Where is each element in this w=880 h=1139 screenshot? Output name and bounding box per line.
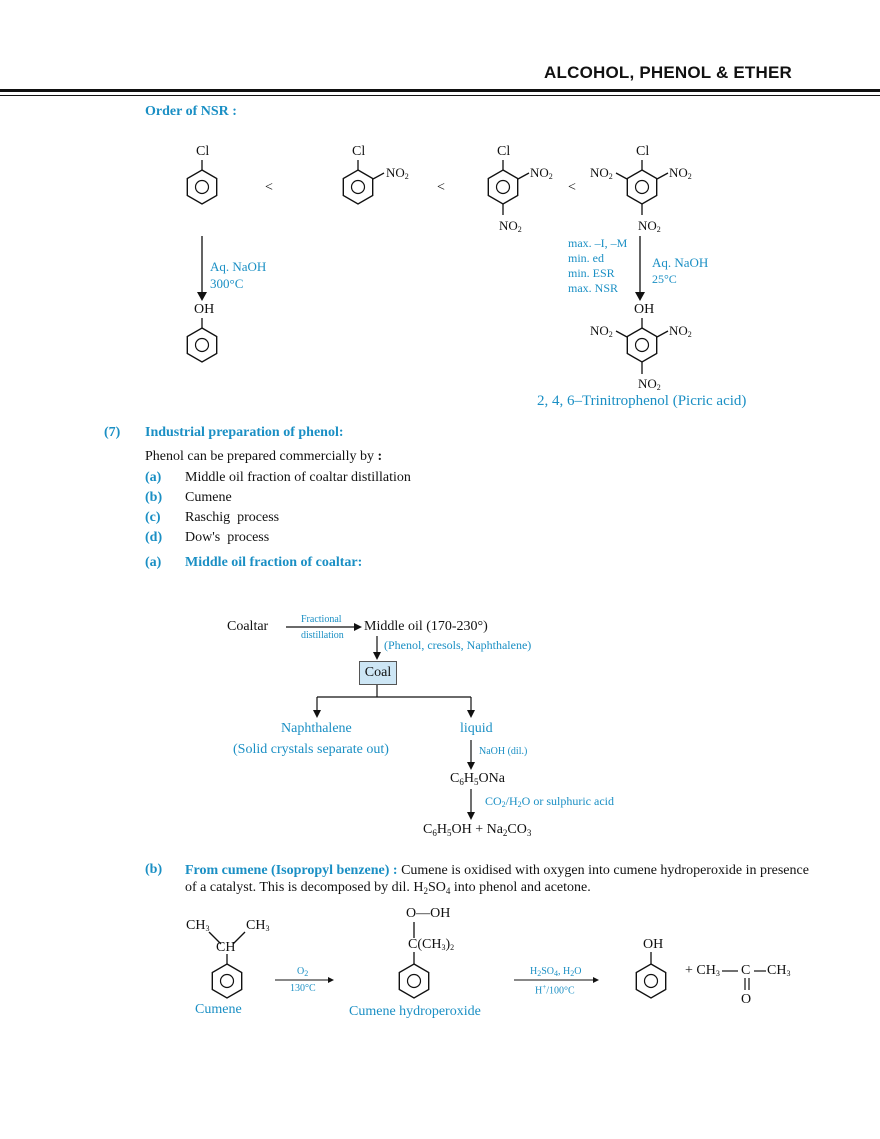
oh-label-right: OH — [634, 302, 655, 317]
subsection-a-title: Middle oil fraction of coaltar: — [185, 555, 363, 570]
cumene-ch3-left: CH3 — [186, 918, 210, 933]
no2-label-3a: NO2 — [530, 165, 553, 181]
section-number: (7) — [104, 425, 121, 440]
cl-label-4: Cl — [636, 144, 650, 159]
cumene-name: Cumene — [195, 1002, 242, 1017]
naphthalene-arrowhead — [313, 710, 321, 718]
hydroperoxide-name: Cumene hydroperoxide — [349, 1004, 481, 1019]
coaltar-arrow — [286, 623, 362, 631]
no2-label-3b: NO2 — [499, 218, 522, 234]
item-a-text: Middle oil fraction of coaltar distillat… — [185, 470, 411, 485]
coal-box: Coal — [359, 661, 397, 685]
cumene-ch: CH — [216, 940, 236, 955]
less-than-2: < — [437, 180, 445, 195]
right-reagent: Aq. NaOH 25°C — [652, 255, 709, 286]
sodium-phenoxide-label: C6H5ONa — [450, 771, 505, 787]
arrow-acid — [514, 977, 599, 983]
o2-label: O2 — [297, 966, 309, 978]
item-d-text: Dow's process — [185, 530, 270, 545]
final-products-label: C6H5OH + Na2CO3 — [423, 822, 532, 838]
phenol-structure — [186, 318, 218, 363]
reaction-arrow-left — [197, 236, 207, 301]
picric-no2-b: NO2 — [669, 323, 692, 339]
no2-label-4c: NO2 — [638, 218, 661, 234]
middle-oil-components: (Phenol, cresols, Naphthalene) — [384, 638, 532, 652]
cumene-ch3-right: CH3 — [246, 918, 270, 933]
naoh-label: NaOH (dil.) — [479, 746, 528, 757]
effects-list: max. –I, –M min. ed min. ESR max. NSR — [568, 236, 628, 295]
phenol-product-structure — [635, 952, 667, 999]
co2-arrow — [467, 789, 475, 820]
hydroperoxide-cch3: C(CH3)2 — [408, 937, 455, 952]
cl-label-1: Cl — [196, 144, 210, 159]
coal-branch-lines — [316, 684, 472, 712]
phenol-product-oh: OH — [643, 937, 664, 952]
acetone-oxygen: O — [741, 992, 752, 1007]
naphthalene-label: Naphthalene — [281, 721, 352, 736]
header-rule-thin — [0, 95, 880, 96]
acetone-structure — [722, 970, 766, 990]
no2-label-4a: NO2 — [590, 165, 613, 181]
item-c-text: Raschig process — [185, 510, 280, 525]
picric-no2-a: NO2 — [590, 323, 613, 339]
trinitrochlorobenzene-structure — [615, 160, 669, 215]
acetone-right: CH3 — [767, 963, 791, 978]
liquid-label: liquid — [460, 721, 493, 736]
cumene-paragraph: From cumene (Isopropyl benzene) : Cumene… — [185, 863, 809, 896]
header-rule-thick — [0, 89, 880, 92]
cl-label-3: Cl — [497, 144, 511, 159]
section-title: Industrial preparation of phenol: — [145, 425, 344, 440]
co2-reagent-label: CO2/H2O or sulphuric acid — [485, 794, 614, 809]
acid-reagent-label: H2SO4, H2O — [530, 966, 582, 978]
cumene-item-label: (b) — [145, 862, 163, 877]
item-c-label: (c) — [145, 510, 161, 525]
picric-acid-structure — [615, 318, 669, 374]
no2-label-4b: NO2 — [669, 165, 692, 181]
acid-temp-label: H+/100°C — [535, 983, 575, 997]
arrow-o2 — [275, 977, 334, 983]
acetone-left: + CH3 — [685, 963, 720, 978]
item-d-label: (d) — [145, 530, 163, 545]
naphthalene-note: (Solid crystals separate out) — [233, 742, 389, 757]
left-reagent: Aq. NaOH 300°C — [210, 259, 267, 291]
less-than-3: < — [568, 180, 576, 195]
distillation-label: distillation — [301, 630, 344, 641]
nitrochlorobenzene-structure — [342, 160, 385, 205]
item-b-text: Cumene — [185, 490, 232, 505]
item-b-label: (b) — [145, 490, 163, 505]
fractional-label: Fractional — [301, 614, 342, 625]
reaction-arrow-right — [635, 236, 645, 301]
section-intro: Phenol can be prepared commercially by : — [145, 449, 383, 464]
picric-no2-c: NO2 — [638, 376, 661, 392]
item-a-label: (a) — [145, 470, 162, 485]
coaltar-label: Coaltar — [227, 619, 269, 634]
cumene-structure — [208, 931, 246, 964]
middle-oil-arrow — [373, 636, 381, 660]
oh-label-left: OH — [194, 302, 215, 317]
page-header-title: ALCOHOL, PHENOL & ETHER — [544, 63, 792, 82]
cl-label-2: Cl — [352, 144, 366, 159]
chlorobenzene-structure — [186, 160, 218, 205]
nsr-heading: Order of NSR : — [145, 104, 237, 119]
acetone-carbon: C — [741, 963, 751, 978]
hydroperoxide-ooh: O—OH — [406, 906, 451, 921]
subsection-a-label: (a) — [145, 555, 162, 570]
no2-label-2a: NO2 — [386, 165, 409, 181]
less-than-1: < — [265, 180, 273, 195]
naoh-arrow — [467, 740, 475, 770]
picric-acid-name: 2, 4, 6–Trinitrophenol (Picric acid) — [537, 393, 747, 409]
liquid-arrowhead — [467, 710, 475, 718]
temp-130-label: 130°C — [290, 983, 316, 994]
dinitrochlorobenzene-structure — [487, 160, 530, 215]
middle-oil-label: Middle oil (170-230°) — [364, 619, 488, 634]
